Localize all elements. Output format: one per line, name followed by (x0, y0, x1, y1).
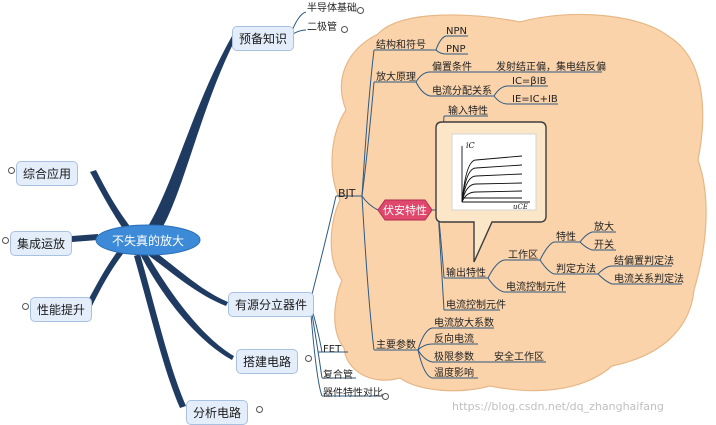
node-amplify[interactable]: 放大 (594, 222, 614, 233)
node-ie-equation[interactable]: IE=IC+IB (512, 94, 558, 105)
collapse-toggle-icon[interactable] (305, 355, 312, 362)
central-topic-shape[interactable] (95, 224, 201, 256)
node-beta[interactable]: 电流放大系数 (434, 318, 494, 329)
branch-prep[interactable]: 预备知识 (232, 26, 295, 51)
node-current-distribution[interactable]: 电流分配关系 (432, 86, 492, 97)
output-curves-plot (461, 146, 530, 203)
branch-label: 集成运放 (17, 237, 66, 251)
node-temperature[interactable]: 温度影响 (434, 368, 474, 379)
collapse-toggle-icon[interactable] (382, 393, 389, 400)
node-judge-bias[interactable]: 结偏置判定法 (614, 256, 674, 267)
node-pnp[interactable]: PNP (446, 44, 466, 55)
node-amp-principle[interactable]: 放大原理 (376, 72, 416, 83)
node-feature[interactable]: 特性 (556, 232, 576, 243)
node-limit-params[interactable]: 极限参数 (434, 352, 474, 363)
node-npn[interactable]: NPN (446, 26, 467, 37)
va-tag[interactable]: 伏安特性 (383, 203, 427, 217)
node-output-char[interactable]: 输出特性 (446, 268, 486, 279)
central-topic[interactable]: 不失真的放大 (112, 233, 184, 248)
node-work-zone[interactable]: 工作区 (508, 250, 538, 261)
node-fet[interactable]: FET (323, 344, 342, 355)
node-bias-condition[interactable]: 偏置条件 (432, 62, 472, 73)
node-current-control-2[interactable]: 电流控制元件 (446, 300, 506, 311)
node-main-params[interactable]: 主要参数 (376, 340, 416, 351)
branch-label: 综合应用 (23, 167, 72, 181)
collapse-toggle-icon[interactable] (8, 167, 15, 174)
branch-performance[interactable]: 性能提升 (30, 297, 93, 322)
node-judge-method[interactable]: 判定方法 (556, 264, 596, 275)
branch-build-circuit[interactable]: 搭建电路 (236, 349, 299, 374)
node-current-control[interactable]: 电流控制元件 (506, 282, 566, 293)
va-tag-shape[interactable] (377, 199, 433, 221)
node-judge-current[interactable]: 电流关系判定法 (614, 274, 684, 285)
plot-x-label: uCE (513, 203, 528, 211)
node-structure[interactable]: 结构和符号 (376, 40, 426, 51)
node-bjt[interactable]: BJT (338, 187, 356, 200)
branch-label: 搭建电路 (243, 355, 292, 369)
branch-opamp[interactable]: 集成运放 (10, 231, 73, 256)
node-bias-value[interactable]: 发射结正偏，集电结反偏 (496, 62, 606, 73)
node-composite[interactable]: 复合管 (323, 370, 353, 381)
branch-comprehensive[interactable]: 综合应用 (16, 161, 79, 186)
thin-links (289, 11, 682, 397)
collapse-toggle-icon[interactable] (22, 303, 29, 310)
branch-label: 分析电路 (193, 406, 242, 420)
node-safe-zone[interactable]: 安全工作区 (494, 352, 544, 363)
collapse-toggle-icon[interactable] (2, 237, 9, 244)
branch-active-devices[interactable]: 有源分立器件 (228, 292, 315, 317)
branch-analysis[interactable]: 分析电路 (186, 400, 249, 425)
branch-label: 有源分立器件 (235, 298, 308, 312)
node-diode[interactable]: 二极管 (307, 22, 337, 33)
node-reverse-current[interactable]: 反向电流 (434, 334, 474, 345)
node-input-char[interactable]: 输入特性 (448, 106, 488, 117)
node-compare[interactable]: 器件特性对比 (323, 388, 383, 399)
collapse-toggle-icon[interactable] (341, 26, 348, 33)
node-ic-equation[interactable]: IC=βIB (512, 76, 547, 87)
main-branches (72, 36, 236, 408)
watermark: https://blog.csdn.net/dq_zhanghaifang (452, 400, 664, 413)
branch-label: 性能提升 (37, 303, 86, 317)
plot-y-label: iC (466, 141, 475, 150)
node-semiconductor[interactable]: 半导体基础 (307, 3, 357, 14)
branch-label: 预备知识 (239, 32, 288, 46)
node-switch[interactable]: 开关 (594, 240, 614, 251)
collapse-toggle-icon[interactable] (357, 7, 364, 14)
collapse-toggle-icon[interactable] (256, 406, 263, 413)
